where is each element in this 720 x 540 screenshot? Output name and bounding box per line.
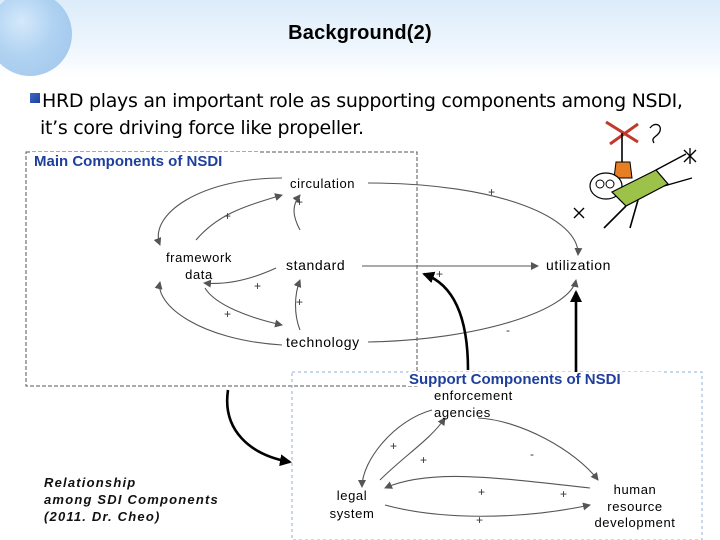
plus-sign: +	[436, 267, 443, 281]
node-enforcement-line1: enforcement	[434, 388, 513, 403]
arrow-circulation-to-framework	[153, 177, 283, 246]
arrow-hr-to-legal	[384, 475, 591, 489]
plus-sign: +	[420, 453, 427, 467]
arm-icon	[655, 153, 687, 171]
plus-sign: +	[390, 439, 397, 453]
arrow-circulation-to-utilization	[367, 182, 583, 256]
arrow-standard-to-circulation	[292, 194, 301, 231]
node-standard: standard	[286, 257, 345, 273]
globe-logo	[0, 0, 72, 76]
arrow-enforcement-to-legal	[358, 409, 433, 488]
arm-icon	[663, 177, 693, 187]
node-hr-line2: resource	[607, 499, 662, 514]
slide-title: Background(2)	[288, 22, 432, 44]
arrow-enforcement-to-hr	[477, 417, 599, 481]
support-nodes: enforcement agencies legal system human …	[330, 388, 675, 530]
leg-icon	[603, 205, 627, 229]
node-technology: technology	[286, 334, 360, 350]
polarity-signs: + + + + + + + - + + - + + +	[224, 185, 567, 527]
link-arrows	[225, 271, 582, 467]
header-band	[0, 0, 720, 78]
hat-icon	[613, 161, 633, 179]
arrow-technology-to-standard	[293, 279, 302, 331]
plus-sign: +	[224, 209, 231, 223]
arrow-legal-to-enforcement	[379, 417, 446, 481]
plus-sign: +	[560, 487, 567, 501]
arrow-framework-to-circulation	[195, 193, 283, 241]
node-legal-line1: legal	[337, 488, 367, 503]
body-icon	[610, 169, 669, 207]
spark-icon	[573, 148, 697, 219]
propeller-man-illustration	[573, 120, 697, 229]
arrow-legal-to-hr	[384, 502, 591, 517]
plus-sign: +	[296, 195, 303, 209]
arrow-technology-to-framework	[154, 281, 283, 346]
support-title-bg	[408, 372, 664, 386]
arrow-main-to-support	[225, 389, 292, 467]
bullet-square-icon	[30, 93, 40, 103]
arrow-technology-to-utilization	[367, 279, 579, 343]
plus-sign: +	[478, 485, 485, 499]
bullet-text: HRD plays an important role as supportin…	[40, 88, 702, 142]
main-components-box	[25, 151, 418, 387]
main-loop-arrows	[153, 177, 583, 346]
plus-sign: +	[296, 295, 303, 309]
main-nodes: circulation framework data standard util…	[166, 176, 611, 350]
propeller-icon	[605, 120, 639, 162]
arrow-framework-to-technology	[204, 287, 283, 328]
bullet-line-1: HRD plays an important role as supportin…	[42, 90, 683, 112]
node-hr-line1: human	[614, 482, 657, 497]
support-loop-arrows	[358, 409, 599, 517]
arrow-support-to-standard	[422, 271, 470, 371]
squiggle-icon	[649, 123, 661, 144]
node-legal-line2: system	[330, 506, 375, 521]
node-framework-line2: data	[185, 267, 213, 282]
caption-line-2: among SDI Components	[44, 492, 219, 507]
plus-sign: +	[488, 185, 495, 199]
glasses-icon	[595, 179, 605, 189]
caption-line-3: (2011. Dr. Cheo)	[44, 509, 161, 524]
leg-icon	[629, 199, 639, 229]
main-title-bg	[32, 152, 258, 170]
node-enforcement-line2: agencies	[434, 405, 491, 420]
glasses-icon	[605, 179, 615, 189]
plus-sign: +	[254, 279, 261, 293]
arrow-standard-to-framework	[203, 267, 277, 288]
plus-sign: +	[224, 307, 231, 321]
minus-sign: -	[530, 447, 534, 461]
bullet-line-2: it’s core driving force like propeller.	[40, 117, 364, 139]
node-hr-line3: development	[594, 515, 675, 530]
minus-sign: -	[506, 323, 510, 337]
node-framework-line1: framework	[166, 250, 232, 265]
node-utilization: utilization	[546, 257, 611, 273]
caption-line-1: Relationship	[44, 475, 137, 490]
plus-sign: +	[476, 513, 483, 527]
main-box-title: Main Components of NSDI	[34, 153, 222, 170]
support-box-title: Support Components of NSDI	[409, 371, 621, 388]
node-circulation: circulation	[290, 176, 355, 191]
figure-caption: Relationship among SDI Components (2011.…	[44, 474, 219, 525]
